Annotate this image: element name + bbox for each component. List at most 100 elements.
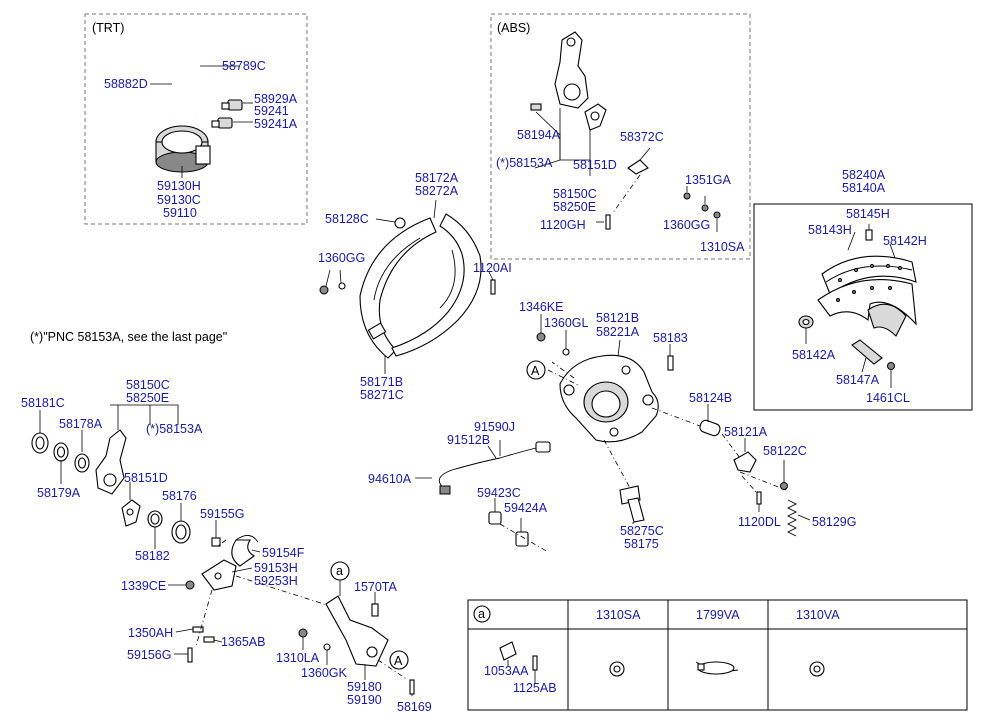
trt-fitting-59241	[221, 99, 243, 111]
spring-58129g	[786, 499, 798, 537]
rivet-58145h	[865, 229, 873, 241]
dust-shield	[319, 213, 496, 359]
label-1570TA: 1570TA	[354, 580, 398, 594]
label-1360GG: 1360GG	[318, 251, 365, 265]
label-59253H: 59253H	[254, 574, 298, 588]
label-58171B: 58171B	[360, 375, 403, 389]
sensor-mount-59180	[325, 595, 389, 667]
label-58150C: 58150C	[126, 378, 170, 392]
label-91590J: 91590J	[474, 420, 515, 434]
label-58183: 58183	[653, 331, 688, 345]
label-59155G: 59155G	[200, 507, 244, 521]
label-58789C: 58789C	[222, 59, 266, 73]
callout-a-circle	[526, 360, 546, 380]
abs-sensor-bracket	[584, 103, 607, 131]
pnc-note: (*)"PNC 58153A, see the last page"	[30, 330, 227, 344]
label-1339CE: 1339CE	[121, 579, 166, 593]
table-header-a-circle	[473, 605, 491, 623]
cam-bushing-58124b	[699, 419, 721, 437]
label-58929A: 58929A	[254, 92, 298, 106]
brake-shoe-upper	[821, 255, 917, 295]
label-58176: 58176	[162, 489, 197, 503]
callout-a2: A	[394, 654, 403, 668]
label-58172A: 58172A	[415, 171, 459, 185]
label-58124B: 58124B	[689, 391, 732, 405]
label-1120GH: 1120GH	[540, 218, 586, 232]
label-91512B: 91512B	[447, 433, 490, 447]
label-59423C: 59423C	[477, 486, 521, 500]
abs-group-box	[490, 13, 751, 260]
label-58129G: 58129G	[812, 515, 856, 529]
brake-pin-58147a	[851, 339, 883, 365]
label-59110: 59110	[163, 206, 197, 220]
label-59153H: 59153H	[254, 561, 298, 575]
label-58240A: 58240A	[842, 168, 886, 182]
label-58121B: 58121B	[596, 311, 639, 325]
label-58181C: 58181C	[21, 396, 65, 410]
label-58142H: 58142H	[883, 234, 927, 248]
parts-table	[467, 599, 968, 711]
label-58150C-abs: 58150C	[553, 187, 597, 201]
label-59241A: 59241A	[254, 117, 298, 131]
table-nut-1310sa-icon	[609, 661, 625, 677]
label-58122C: 58122C	[763, 444, 807, 458]
label-58178A: 58178A	[59, 417, 103, 431]
label-1310LA: 1310LA	[276, 651, 320, 665]
label-58272A: 58272A	[415, 184, 459, 198]
label-58179A: 58179A	[37, 486, 81, 500]
callout-a2-circle	[389, 650, 409, 670]
label-58194A: 58194A	[517, 128, 561, 142]
label-58169: 58169	[397, 700, 432, 714]
label-1310SA-abs: 1310SA	[700, 240, 745, 254]
label-58182: 58182	[135, 549, 170, 563]
label-58153A: (*)58153A	[146, 422, 203, 436]
trt-fitting-59241a	[211, 117, 233, 129]
brake-nut-1461cl	[887, 362, 895, 370]
label-1360GL: 1360GL	[544, 316, 589, 330]
label-59180: 59180	[347, 680, 382, 694]
table-label-1053AA: 1053AA	[484, 664, 529, 678]
label-59190: 59190	[347, 693, 382, 707]
table-clip-icon	[499, 641, 538, 671]
callout-small-a: a	[336, 564, 343, 578]
label-59156G: 59156G	[127, 648, 171, 662]
trt-hose-pipe	[169, 37, 200, 119]
label-1461CL: 1461CL	[866, 391, 910, 405]
abs-slack-adjuster	[554, 31, 589, 109]
brake-shoe-lower	[817, 279, 917, 337]
label-58882D: 58882D	[104, 77, 148, 91]
label-59130H: 59130H	[157, 179, 201, 193]
label-59130C: 59130C	[157, 193, 201, 207]
label-59424A: 59424A	[504, 501, 548, 515]
label-58250E: 58250E	[126, 391, 169, 405]
label-1346KE: 1346KE	[519, 300, 563, 314]
trt-group-label: (TRT)	[92, 21, 124, 35]
label-58140A: 58140A	[842, 181, 886, 195]
trt-group-box	[84, 13, 308, 225]
table-header-1799VA: 1799VA	[696, 608, 740, 622]
label-59154F: 59154F	[262, 546, 305, 560]
label-58142A: 58142A	[792, 348, 836, 362]
label-1360GK: 1360GK	[301, 666, 348, 680]
anchor-pin-58275c	[619, 485, 645, 523]
label-59241: 59241	[254, 104, 289, 118]
label-58175: 58175	[624, 537, 659, 551]
trt-modulator-59130h	[155, 125, 211, 173]
label-1120DL: 1120DL	[738, 515, 781, 529]
u-bolt-59154f	[231, 535, 259, 567]
label-58151D: 58151D	[124, 471, 168, 485]
label-58372C: 58372C	[620, 130, 664, 144]
label-58151D-abs: 58151D	[573, 158, 617, 172]
label-58128C: 58128C	[325, 212, 369, 226]
label-1120AI: 1120AI	[473, 261, 512, 275]
table-tie-1799va-icon	[695, 661, 739, 675]
label-1365AB: 1365AB	[221, 635, 265, 649]
callout-small-a-circle	[330, 561, 350, 581]
label-58153A-abs: (*)58153A	[496, 156, 553, 170]
abs-nuts	[605, 192, 721, 230]
label-58147A: 58147A	[836, 373, 880, 387]
brake-spider	[559, 354, 659, 443]
label-58121A: 58121A	[724, 425, 768, 439]
abs-bracket-58372c	[627, 159, 649, 175]
